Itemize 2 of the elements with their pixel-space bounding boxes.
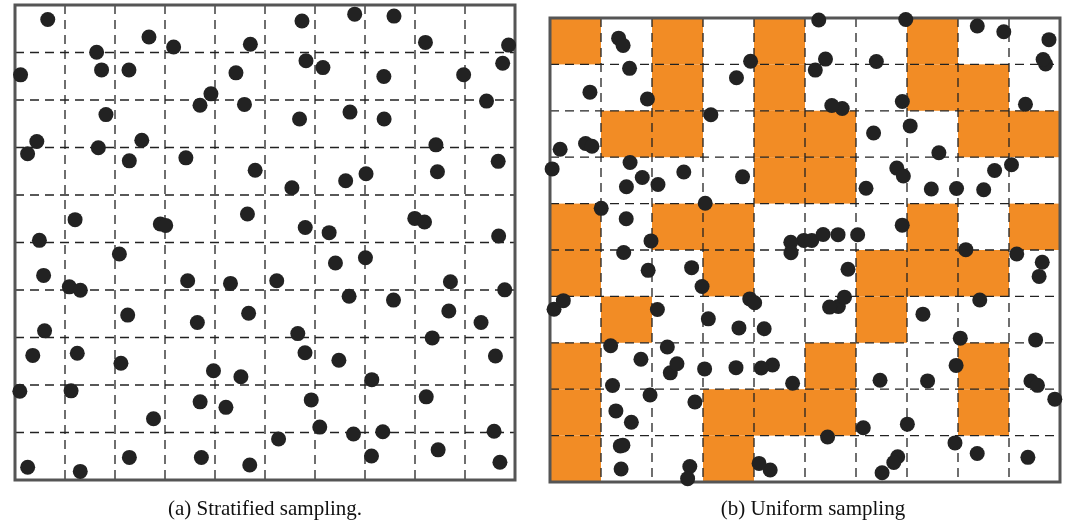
figure-caption: (a) Stratified sampling. [167,496,363,521]
figure-caption: (b) Uniform sampling [720,496,906,521]
